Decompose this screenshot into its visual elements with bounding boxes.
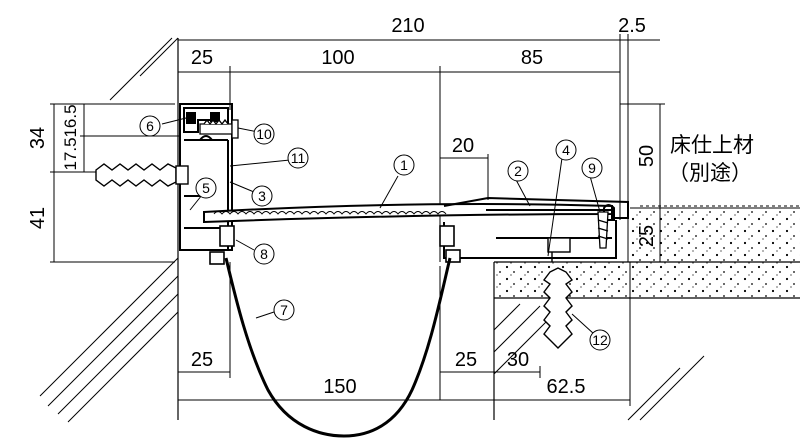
callout-10: 10 [253, 123, 275, 145]
left-wall-hatch [39, 37, 179, 423]
right-dimension-lines [620, 103, 665, 263]
dim-41: 41 [27, 207, 49, 229]
right-screw [597, 211, 609, 249]
callout-1: 1 [393, 154, 415, 176]
svg-text:8: 8 [260, 246, 268, 262]
svg-text:11: 11 [291, 150, 306, 166]
callout-9: 9 [581, 157, 603, 179]
svg-text:1: 1 [400, 157, 408, 173]
left-anchor [95, 163, 189, 187]
note-separate: （別途） [668, 161, 752, 185]
bottom-anchor [542, 237, 574, 349]
dim-25-right: 25 [636, 225, 658, 247]
dim-bottom-30: 30 [507, 349, 529, 371]
callout-5: 5 [195, 177, 217, 199]
dim-50: 50 [636, 145, 658, 167]
callout-2: 2 [507, 160, 529, 182]
note-floor-finish: 床仕上材 [670, 133, 754, 157]
svg-text:12: 12 [592, 332, 608, 348]
dim-16-5: 16.5 [61, 104, 80, 137]
svg-text:2: 2 [514, 163, 522, 179]
callout-4: 4 [555, 139, 577, 161]
dim-bottom-mid-25: 25 [455, 349, 477, 371]
dim-left-25: 25 [191, 47, 213, 69]
dim-bottom-left-25: 25 [191, 349, 213, 371]
dim-20: 20 [452, 135, 474, 157]
dim-total-width: 210 [391, 15, 424, 37]
inner-dimension-lines [440, 154, 489, 200]
callout-12: 12 [589, 329, 611, 351]
svg-text:7: 7 [280, 302, 288, 318]
callout-markers: 1 2 3 4 5 6 7 8 9 10 11 12 [139, 115, 611, 351]
svg-text:3: 3 [258, 188, 266, 204]
svg-text:5: 5 [202, 180, 210, 196]
callout-11: 11 [287, 147, 309, 169]
dim-bottom-62-5: 62.5 [547, 376, 586, 398]
callout-8: 8 [253, 243, 275, 265]
dim-right-85: 85 [521, 47, 543, 69]
svg-text:4: 4 [562, 142, 570, 158]
dim-gap-2-5: 2.5 [618, 15, 646, 37]
dim-mid-100: 100 [321, 47, 354, 69]
small-screw [199, 118, 239, 139]
right-slab [493, 207, 800, 421]
callout-3: 3 [251, 185, 273, 207]
flexible-gasket [224, 257, 452, 438]
bottom-dimension-lines [178, 262, 631, 406]
svg-text:10: 10 [256, 126, 272, 142]
dim-bottom-150: 150 [323, 376, 356, 398]
callout-7: 7 [273, 299, 295, 321]
callout-6: 6 [139, 115, 161, 137]
top-dimension-lines [178, 34, 660, 262]
svg-text:6: 6 [146, 118, 154, 134]
dim-34: 34 [27, 127, 49, 149]
cover-plate [203, 203, 613, 224]
clips [209, 225, 461, 265]
svg-text:9: 9 [588, 160, 596, 176]
dim-17-5: 17.5 [61, 137, 80, 170]
